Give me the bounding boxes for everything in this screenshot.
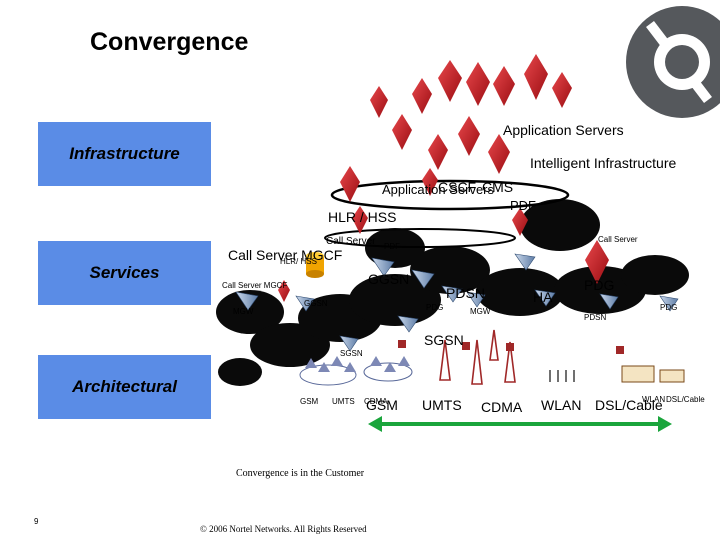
call-server-mgcf-small-label: Call Server MGCF bbox=[222, 281, 287, 290]
cdma-label: CDMA bbox=[481, 399, 523, 415]
dsl-cable-small-label: DSL/Cable bbox=[666, 395, 705, 404]
base-station-cluster-icon bbox=[299, 329, 685, 386]
hlr-hss-label: HLR / HSS bbox=[328, 209, 396, 225]
pdsn-small-label: PDSN bbox=[584, 313, 606, 322]
gsm-small-label: GSM bbox=[300, 397, 319, 406]
cms-label: CMS bbox=[482, 179, 513, 195]
copyright: © 2006 Nortel Networks. All Rights Reser… bbox=[200, 524, 367, 534]
mgw-label: MGW bbox=[233, 307, 254, 316]
ggsn-label: GGSN bbox=[368, 271, 409, 287]
pdf-small-label: PDF bbox=[384, 242, 400, 251]
umts-small-label: UMTS bbox=[332, 397, 355, 406]
router-pyramid-icon bbox=[235, 253, 679, 352]
dsl-cable-label: DSL/Cable bbox=[595, 397, 663, 413]
page-number: 9 bbox=[34, 517, 39, 526]
convergence-arrow bbox=[368, 416, 672, 432]
caption: Convergence is in the Customer bbox=[236, 468, 365, 479]
pdg-small-label: PDG bbox=[426, 303, 443, 312]
application-servers-2-label: Application Servers bbox=[382, 182, 494, 197]
ggsn-small-label: GGSN bbox=[304, 299, 328, 308]
network-cloud-icon bbox=[216, 199, 689, 386]
call-server-label: Call Server bbox=[326, 236, 376, 247]
infrastructure-layer-box: Infrastructure bbox=[38, 122, 211, 186]
intelligent-infrastructure-label: Intelligent Infrastructure bbox=[530, 155, 677, 171]
pdsn-label: PDSN bbox=[446, 285, 485, 301]
umts-label: UMTS bbox=[422, 397, 462, 413]
service-ring-inner bbox=[324, 228, 516, 248]
hlr-database-icon bbox=[306, 252, 324, 278]
cscf-label: CSCF bbox=[438, 179, 476, 195]
hlr-hss-small-label: HLR/ HSS bbox=[280, 257, 317, 266]
gsm-label: GSM bbox=[366, 397, 398, 413]
application-servers-label: Application Servers bbox=[503, 122, 624, 138]
pdf-label: PDF bbox=[510, 198, 536, 213]
mgw-small-label: MGW bbox=[470, 307, 491, 316]
page-title: Convergence bbox=[90, 28, 249, 56]
cdma-small-label: CDMA bbox=[364, 397, 388, 406]
call-server-mgcf-label: Call Server MGCF bbox=[228, 247, 342, 263]
architectural-layer-box: Architectural bbox=[38, 355, 211, 419]
ha-label: HA bbox=[533, 289, 553, 305]
call-server-small-label: Call Server bbox=[598, 235, 638, 244]
sgsn-small-label: SGSN bbox=[340, 349, 363, 358]
wlan-label: WLAN bbox=[541, 397, 581, 413]
pdg-right-label: PDG bbox=[660, 303, 677, 312]
sgsn-label: SGSN bbox=[424, 332, 464, 348]
service-ring bbox=[330, 179, 570, 211]
wlan-small-label: WLAN bbox=[642, 395, 665, 404]
pdg-label: PDG bbox=[584, 277, 614, 293]
nortel-globe-icon bbox=[626, 6, 720, 118]
red-diamond-server-icon bbox=[278, 54, 609, 302]
services-layer-box: Services bbox=[38, 241, 211, 305]
